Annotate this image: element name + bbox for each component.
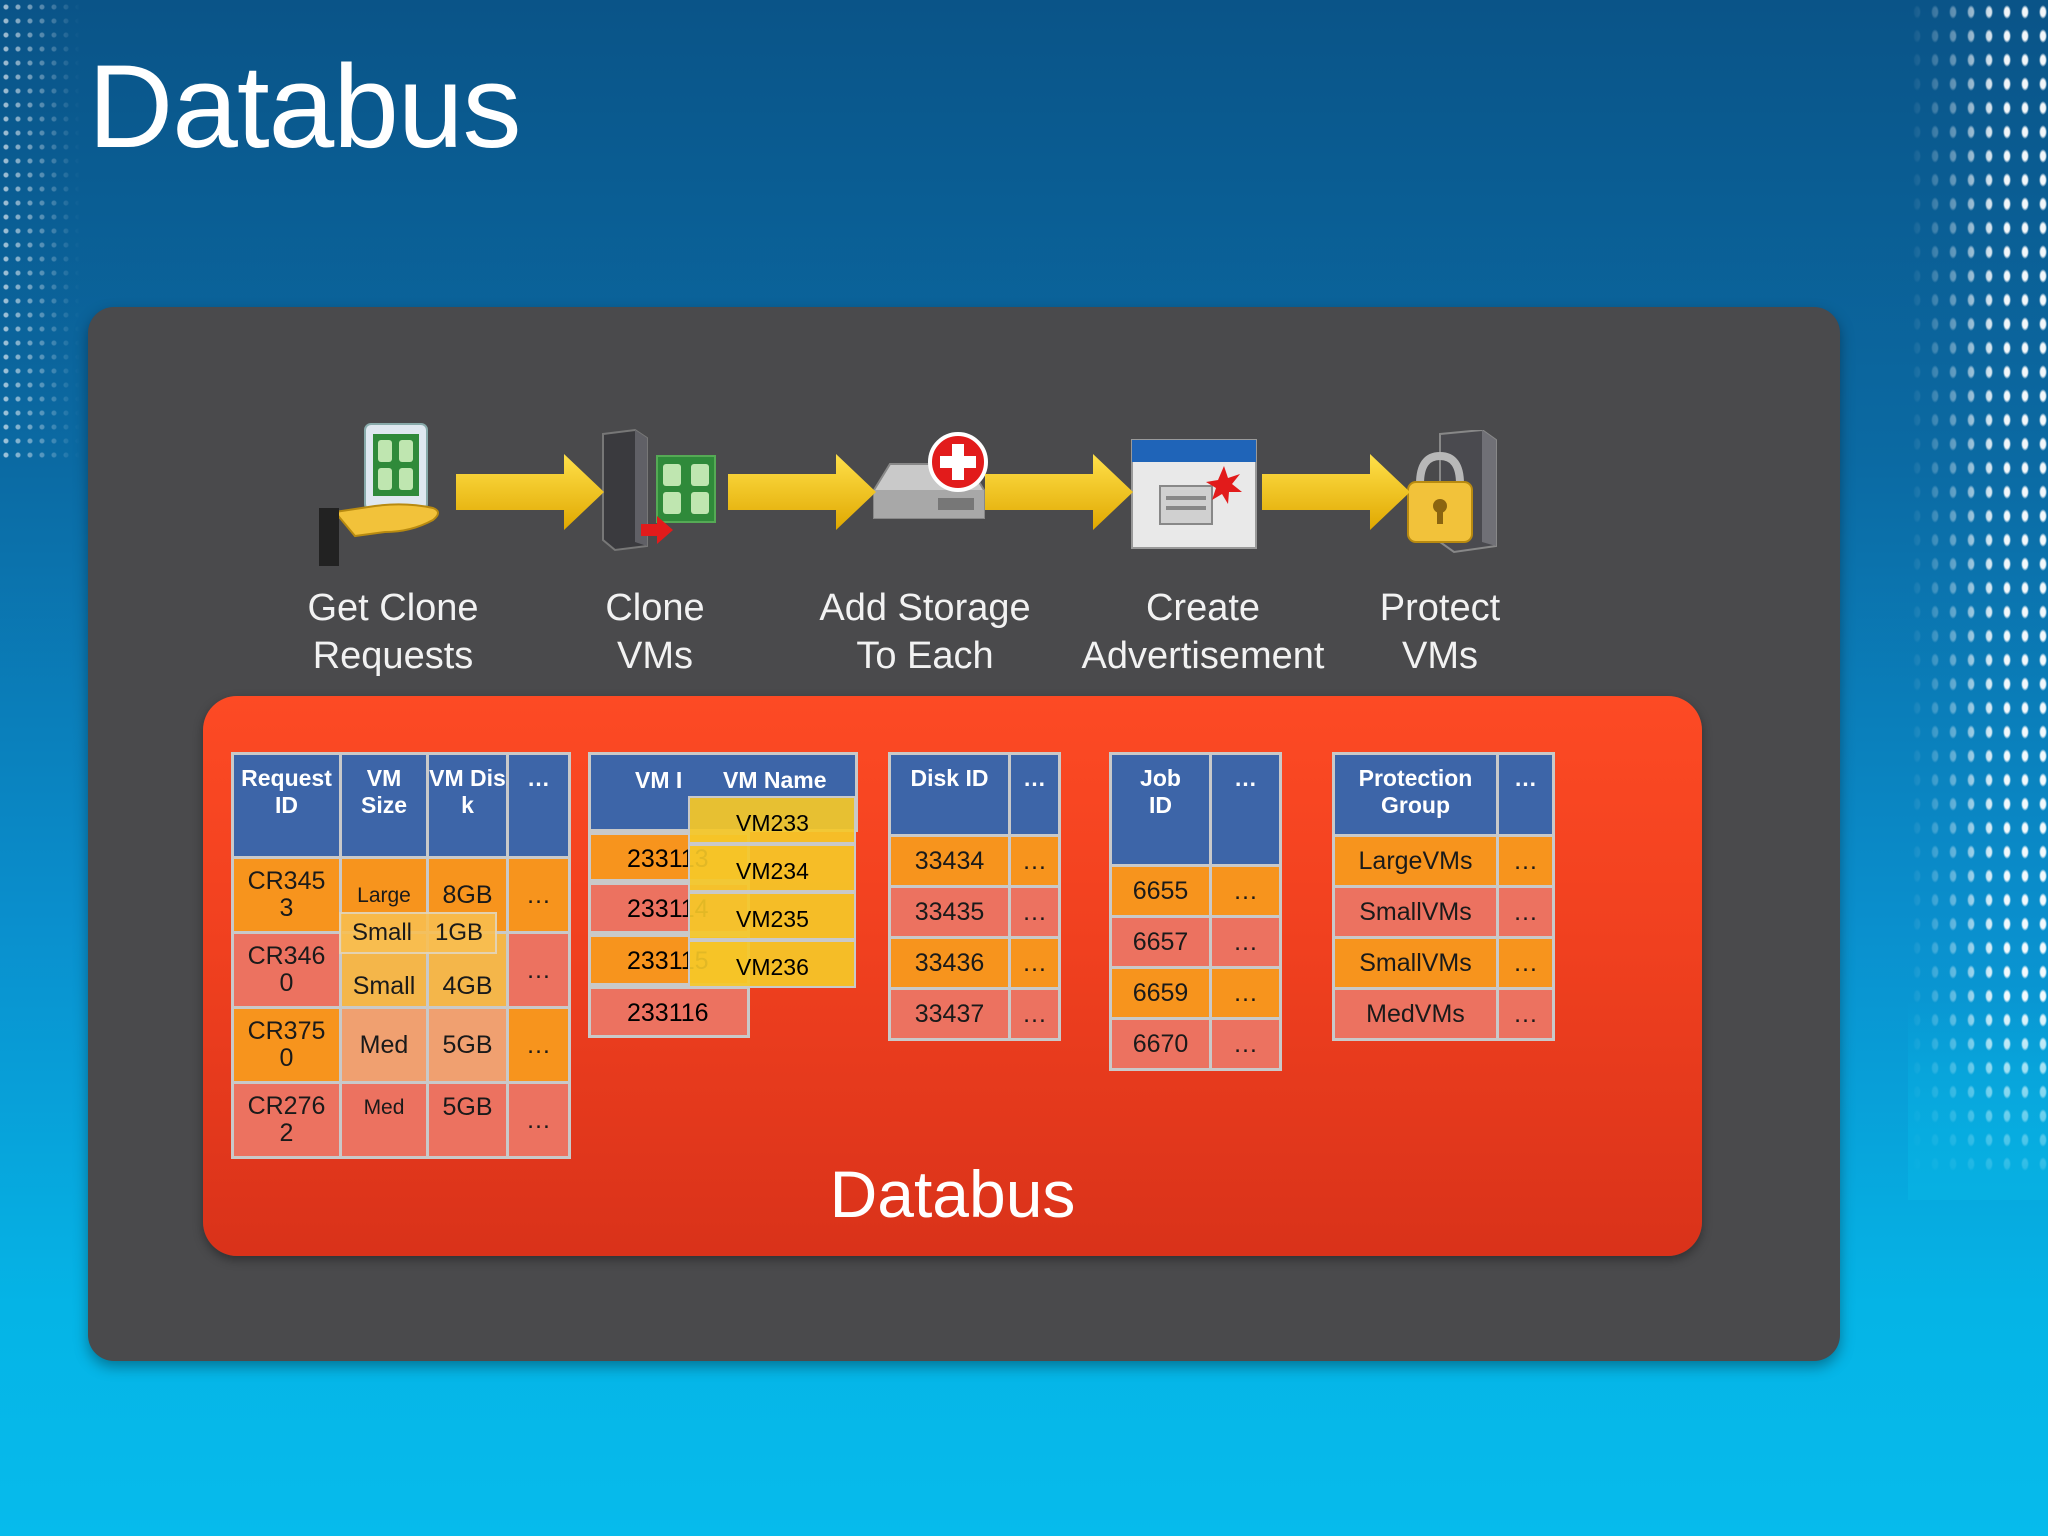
decorative-dots-left [0,0,80,460]
header-vm-id: VM I [635,767,683,793]
table-row: VM233 [688,796,856,844]
header-more: … [1209,752,1282,867]
disk-id-cell: 33436 [888,936,1011,990]
table-row: SmallVMs… [1332,885,1555,939]
more-cell: … [1209,864,1282,918]
table-row: 33436… [888,936,1061,990]
more-cell: … [506,856,571,934]
padlock-server-icon [1407,430,1497,554]
table-row: 33434… [888,834,1061,888]
job-table: Job ID … 6655… 6657… 6659… 6670… [1109,752,1282,1071]
more-cell: … [506,1006,571,1084]
overlay-vm-disk: 1GB [434,919,484,946]
table-row: LargeVMs… [1332,834,1555,888]
flow-arrow-4 [1262,454,1410,530]
window-advertisement-icon [1131,439,1257,549]
server-clone-icon [602,428,716,552]
flow-arrow-3 [985,454,1133,530]
more-cell: … [1209,915,1282,969]
table-row: VM236 [688,940,856,988]
vm-name-column: VM233 VM234 VM235 VM236 [688,796,856,1008]
header-vm-name: VM Name [723,767,827,793]
job-id-cell: 6659 [1109,966,1212,1020]
protection-group-cell: SmallVMs [1332,936,1499,990]
more-cell: … [1496,987,1555,1041]
table-row: SmallVMs… [1332,936,1555,990]
decorative-dots-right [1908,0,2048,1180]
more-cell: … [1008,834,1061,888]
more-cell: … [1008,987,1061,1041]
disk-id-cell: 33435 [888,885,1011,939]
header-protection-group: Protection Group [1332,752,1499,837]
vm-size-cell: Med [339,1081,429,1159]
more-cell: … [1209,966,1282,1020]
more-cell: … [1008,936,1061,990]
vm-size-cell: Med [339,1006,429,1084]
table-row: 6670… [1109,1017,1282,1071]
table-row: VM235 [688,892,856,940]
vm-disk-cell: 5GB [426,1006,509,1084]
table-row: 6655… [1109,864,1282,918]
disk-table: Disk ID … 33434… 33435… 33436… 33437… [888,752,1061,1041]
more-cell: … [1496,936,1555,990]
overlay-vm-size: Small [351,919,412,946]
header-more: … [506,752,571,859]
disk-id-cell: 33437 [888,987,1011,1041]
request-overlay-row: Small 1GB [339,912,497,954]
flow-arrow-2 [728,454,876,530]
more-cell: … [1008,885,1061,939]
table-row: 6657… [1109,915,1282,969]
vm-table: VM I VM Name 233113 233114 233115 233116… [588,752,862,1042]
header-more: … [1496,752,1555,837]
databus-label: Databus [829,1157,1076,1231]
table-row: 233116 [588,986,750,1038]
header-request-id: Request ID [231,752,342,859]
page-title: Databus [88,41,522,173]
flow-arrow-1 [456,454,604,530]
header-disk-id: Disk ID [888,752,1011,837]
table-row: VM234 [688,844,856,892]
header-more: … [1008,752,1061,837]
table-row: MedVMs… [1332,987,1555,1041]
protection-group-cell: MedVMs [1332,987,1499,1041]
header-job-id: Job ID [1109,752,1212,867]
vm-disk-cell: 5GB [426,1081,509,1159]
hand-request-icon [319,423,439,566]
table-row: 6659… [1109,966,1282,1020]
job-id-cell: 6670 [1109,1017,1212,1071]
protection-group-cell: LargeVMs [1332,834,1499,888]
more-cell: … [506,931,571,1009]
more-cell: … [1496,834,1555,888]
more-cell: … [506,1081,571,1159]
decorative-dots-fade [1908,1000,2048,1200]
header-vm-disk: VM Dis k [426,752,509,859]
disk-id-cell: 33434 [888,834,1011,888]
disk-add-icon [873,432,988,519]
protection-group-cell: SmallVMs [1332,885,1499,939]
table-row: 33435… [888,885,1061,939]
more-cell: … [1209,1017,1282,1071]
more-cell: … [1496,885,1555,939]
table-row: 33437… [888,987,1061,1041]
protection-table: Protection Group … LargeVMs… SmallVMs… S… [1332,752,1555,1041]
job-id-cell: 6655 [1109,864,1212,918]
job-id-cell: 6657 [1109,915,1212,969]
header-vm-size: VM Size [339,752,429,859]
